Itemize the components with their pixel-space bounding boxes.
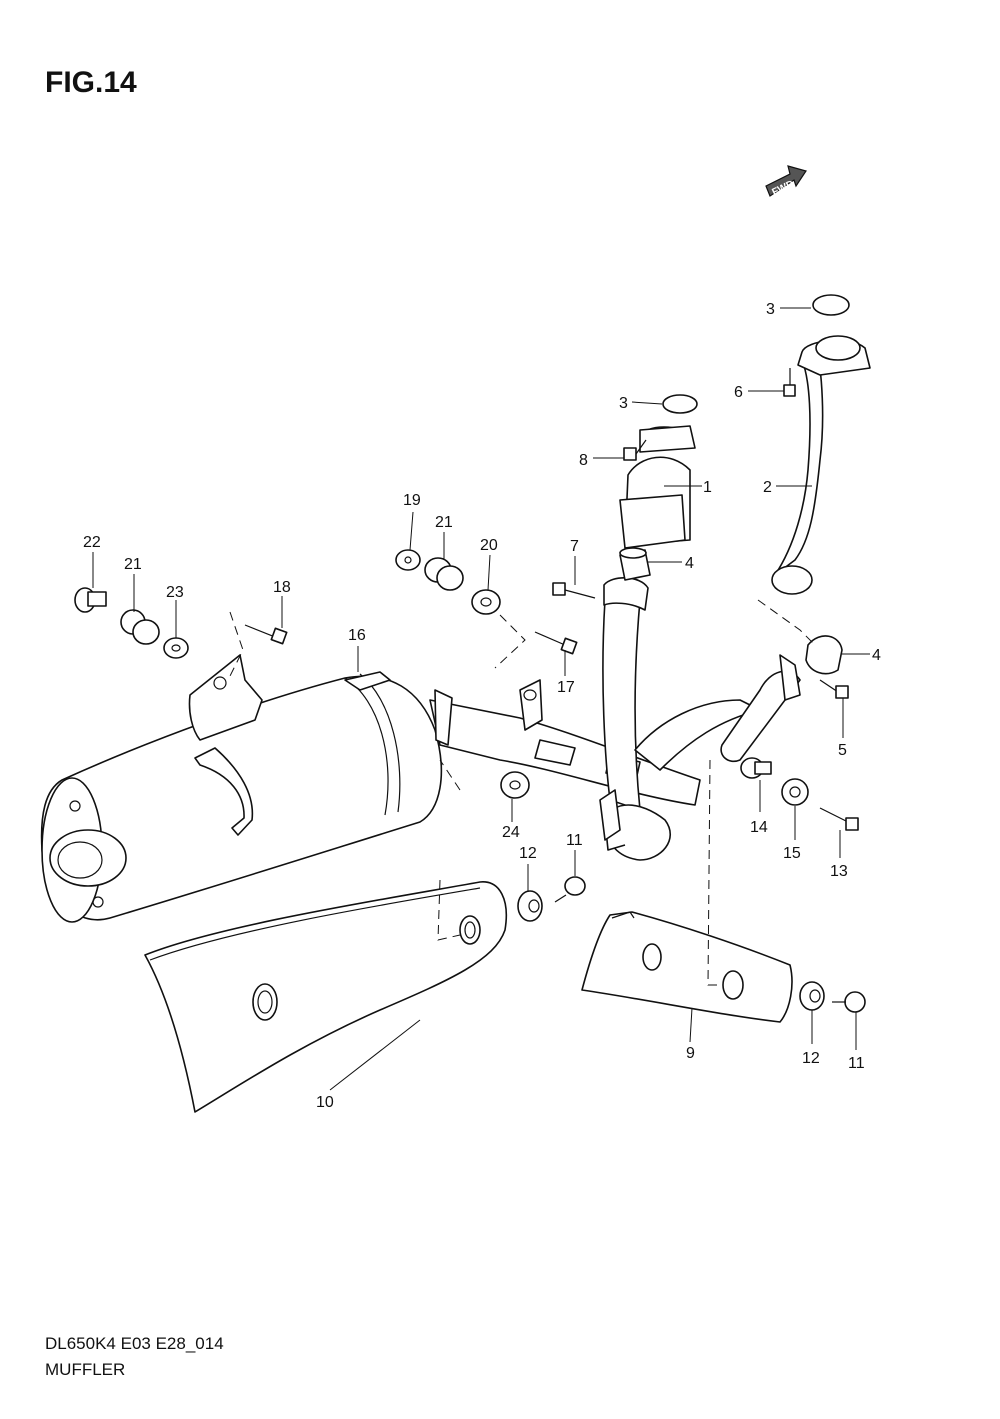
bolt-22 [74,587,107,613]
bushing-15 [781,778,809,806]
muffler-mount-bracket [188,654,263,741]
fwd-arrow-icon: FWD [765,165,807,198]
callout-23: 23 [166,584,184,601]
leader-lines [92,307,870,1091]
exhaust-pipe-front [599,577,761,861]
collar-20 [471,589,501,615]
washer-19 [395,549,421,571]
heat-shield-small [581,911,793,1023]
callout-6: 6 [734,384,743,401]
callout-5: 5 [838,742,847,759]
gasket-rear [812,294,850,316]
callout-3b: 3 [619,395,628,412]
bushing-21-upper [424,557,464,591]
callout-10: 10 [316,1094,334,1111]
bolt-17 [534,631,578,655]
figure-title: FIG.14 [45,66,137,99]
callout-7: 7 [570,538,579,555]
callout-21b: 21 [124,556,142,573]
callout-11b: 11 [848,1055,865,1072]
callout-13: 13 [830,863,848,880]
callout-20: 20 [480,537,498,554]
bolt-11-left [554,876,586,903]
bolt-18 [244,624,288,645]
bolt-11-right [832,991,866,1013]
callout-4b: 4 [872,647,881,664]
callout-4a: 4 [685,555,694,572]
callout-12b: 12 [802,1050,820,1067]
rear-connecting-pipe [720,654,801,763]
section-name: MUFFLER [45,1360,125,1379]
exhaust-pipe-upper [619,425,696,549]
callout-21a: 21 [435,514,453,531]
connector-sleeve [619,547,651,581]
exhaust-pipe-rear [771,335,871,595]
heat-shield-large [144,881,507,1113]
muffler-body [40,671,443,923]
bolt-7 [552,582,596,599]
grommet-12-left [517,890,543,922]
alignment-lines [227,599,816,986]
callout-24: 24 [502,824,520,841]
collar-14 [740,757,772,779]
model-code: DL650K4 E03 E28_014 [45,1334,224,1353]
callout-2: 2 [763,479,772,496]
gasket-front [662,394,698,414]
callout-22: 22 [83,534,101,551]
callout-16: 16 [348,627,366,644]
callout-11a: 11 [566,832,583,849]
washer-23 [163,637,189,659]
bolt-8 [623,439,647,461]
callout-18: 18 [273,579,291,596]
callout-9: 9 [686,1045,695,1062]
bushing-21-lower [120,609,160,645]
grommet-24 [500,771,530,799]
bolt-6 [783,368,796,397]
grommet-12-right [799,981,825,1011]
callout-14: 14 [750,819,768,836]
callout-17: 17 [557,679,575,696]
callout-8: 8 [579,452,588,469]
callouts: 1 2 3 3 4 4 5 6 7 8 9 10 11 11 12 12 13 … [83,301,881,1111]
callout-3a: 3 [766,301,775,318]
callout-12a: 12 [519,845,537,862]
connector-sleeve-rear [805,635,843,675]
callout-19: 19 [403,492,421,509]
bolt-13 [819,807,859,831]
callout-15: 15 [783,845,801,862]
bolt-5 [819,679,849,699]
callout-1: 1 [703,479,712,496]
